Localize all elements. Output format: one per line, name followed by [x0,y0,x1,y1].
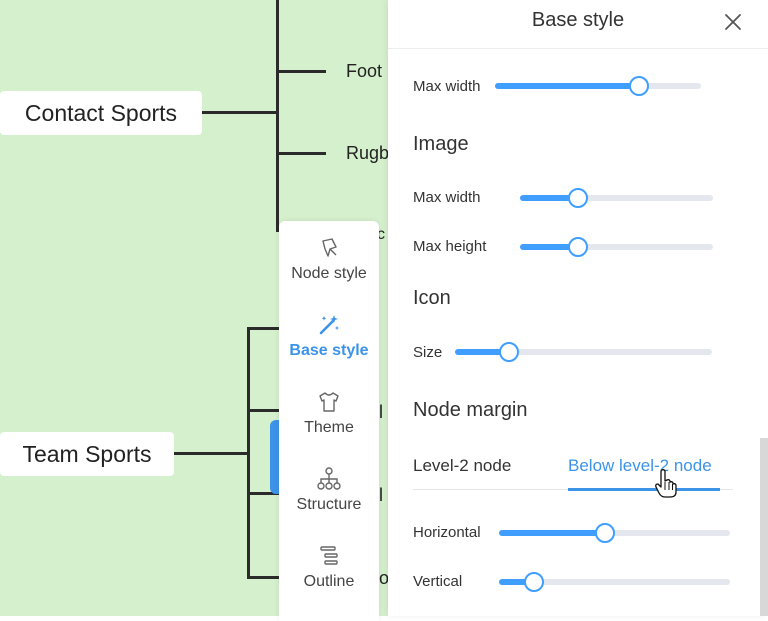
toolbar-item-base-style[interactable]: Base style [279,312,379,360]
connector-line [276,0,279,232]
connector-line [200,111,277,114]
tab-level-2-node[interactable]: Level-2 node [413,456,512,475]
toolbar-item-node-style[interactable]: Node style [279,235,379,283]
active-tab-indicator [568,488,720,491]
icon-section-title: Icon [413,287,451,309]
toolbar-item-theme[interactable]: Theme [279,389,379,437]
toolbar-item-label: Structure [296,496,362,513]
connector-line [172,452,249,455]
toolbar-item-label: Base style [289,342,369,359]
topic-team-sports[interactable]: Team Sports [0,432,174,476]
topic-label: Team Sports [22,440,152,467]
vertical-label: Vertical [413,573,463,590]
base-style-panel: Base style Max width Image Max width Max… [388,0,768,616]
slider-thumb[interactable] [567,188,588,208]
tab-below-level-2-node[interactable]: Below level-2 node [568,456,712,475]
horizontal-margin-slider[interactable] [499,523,730,543]
max-width-label: Max width [413,78,481,95]
icon-size-slider[interactable] [455,342,712,362]
image-max-width-slider[interactable] [520,188,713,208]
child-node[interactable]: l [379,485,383,505]
child-node[interactable]: o [379,568,388,588]
shirt-icon [319,392,339,412]
connector-line [247,327,281,330]
node-margin-section-title: Node margin [413,399,528,421]
outline-icon [320,546,338,565]
max-width-slider[interactable] [495,76,701,96]
panel-header: Base style [388,0,768,49]
side-toolbar: Node style Base style Theme Structure [279,221,379,621]
toolbar-item-label: Theme [304,419,354,436]
node-style-icon [322,238,337,257]
child-node[interactable]: c [377,226,385,243]
magic-wand-icon [319,315,339,335]
child-node[interactable]: l [379,402,383,422]
toolbar-item-structure[interactable]: Structure [279,466,379,514]
connector-line [247,409,281,412]
child-node[interactable]: Foot [346,61,383,81]
toolbar-item-label: Outline [303,573,355,590]
topic-contact-sports[interactable]: Contact Sports [0,91,202,135]
horizontal-label: Horizontal [413,524,481,541]
image-max-height-slider[interactable] [520,237,713,257]
connector-line [247,576,281,579]
close-icon[interactable] [721,10,745,34]
topic-label: Contact Sports [24,99,178,126]
connector-line [247,492,281,495]
connector-line [276,70,326,73]
icon-size-label: Size [413,344,443,361]
image-max-width-label: Max width [413,189,481,206]
connector-line [276,152,326,155]
vertical-margin-slider[interactable] [499,572,730,592]
toolbar-item-outline[interactable]: Outline [279,543,379,591]
structure-icon [317,467,341,490]
panel-title: Base style [531,9,625,31]
slider-thumb[interactable] [567,237,588,257]
slider-thumb[interactable] [498,342,519,362]
slider-thumb[interactable] [523,572,544,592]
panel-scrollbar[interactable] [760,438,768,616]
slider-thumb[interactable] [629,76,650,96]
child-node[interactable]: Rugb [346,143,388,163]
image-section-title: Image [413,133,469,155]
image-max-height-label: Max height [413,238,487,255]
toolbar-item-label: Node style [291,265,367,282]
slider-thumb[interactable] [595,523,616,543]
